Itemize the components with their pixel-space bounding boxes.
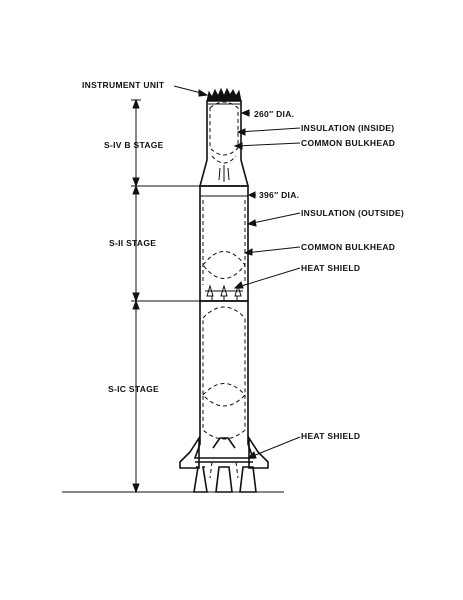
sii-engines: [205, 284, 243, 301]
instrument-unit-label: INSTRUMENT UNIT: [82, 80, 165, 90]
saturn-v-rocket: [179, 87, 269, 493]
dia-396-label: 396″ DIA.: [259, 190, 299, 200]
stage-dimension-line: [62, 98, 284, 494]
sii-stage-label: S-II STAGE: [109, 238, 156, 248]
dia-260-label: 260″ DIA.: [254, 109, 294, 119]
sivb-common-bulkhead: [209, 101, 239, 156]
sic-stage-outline: [193, 300, 255, 459]
sic-right-fin: [248, 435, 269, 469]
common-bulkhead-upper-label: COMMON BULKHEAD: [301, 138, 395, 148]
sii-common-bulkhead: [202, 251, 246, 279]
sivb-stage-label: S-IV B STAGE: [104, 140, 164, 150]
insulation-outside-label: INSULATION (OUTSIDE): [301, 208, 404, 218]
sic-left-fin: [179, 435, 200, 469]
sic-stage-label: S-IC STAGE: [108, 384, 159, 394]
instrument-unit-shape: [206, 87, 242, 102]
heat-shield-lower-label: HEAT SHIELD: [301, 431, 360, 441]
heat-shield-upper-label: HEAT SHIELD: [301, 263, 360, 273]
common-bulkhead-lower-label: COMMON BULKHEAD: [301, 242, 395, 252]
sic-engines: [193, 461, 257, 493]
leader-lines: [173, 85, 301, 459]
insulation-inside-label: INSULATION (INSIDE): [301, 123, 394, 133]
